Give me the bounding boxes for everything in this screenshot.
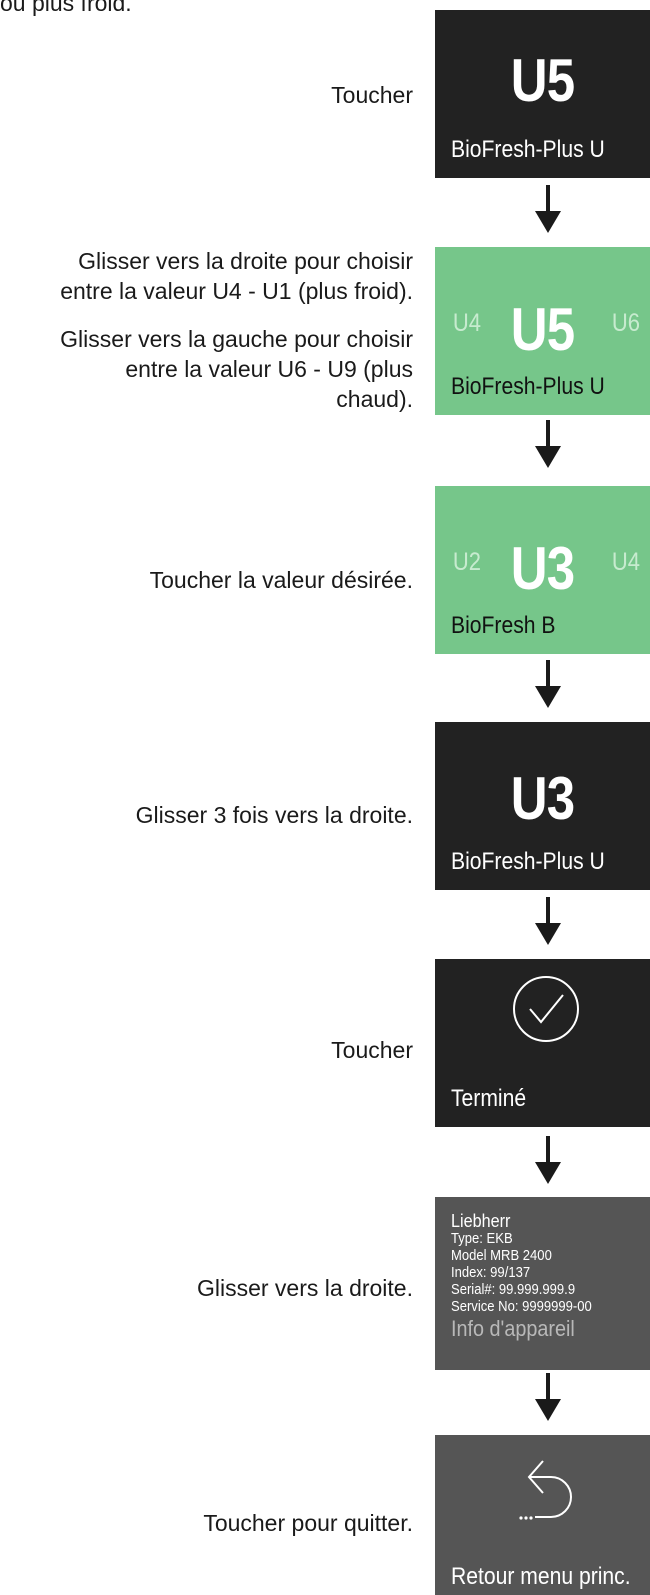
- panel-select-u5[interactable]: U4 U5 U6 BioFresh-Plus U: [435, 247, 650, 415]
- instruction-line: Toucher la valeur désirée.: [149, 567, 413, 593]
- device-info: Liebherr Type: EKB Model MRB 2400 Index:…: [451, 1211, 592, 1342]
- panel-label: Retour menu princ.: [451, 1563, 631, 1590]
- step-4-instruction: Glisser 3 fois vers la droite.: [136, 800, 413, 830]
- down-arrow-icon: [535, 660, 561, 708]
- down-arrow-icon: [535, 185, 561, 233]
- panel-label: BioFresh-Plus U: [451, 373, 605, 400]
- panel-device-info[interactable]: Liebherr Type: EKB Model MRB 2400 Index:…: [435, 1197, 650, 1370]
- panel-u5[interactable]: U5 BioFresh-Plus U: [435, 10, 650, 178]
- panel-label: Info d'appareil: [451, 1316, 575, 1341]
- instruction-line: Glisser vers la gauche pour choisir: [60, 326, 413, 352]
- down-arrow-icon: [535, 420, 561, 468]
- down-arrow-icon: [535, 897, 561, 945]
- step-6-instruction: Glisser vers la droite.: [197, 1273, 413, 1303]
- instruction-line: Glisser vers la droite.: [196, 1275, 413, 1301]
- panel-label: BioFresh B: [451, 612, 556, 639]
- down-arrow-icon: [535, 1136, 561, 1184]
- brand: Liebherr: [451, 1211, 511, 1231]
- panel-u3[interactable]: U3 BioFresh-Plus U: [435, 722, 650, 890]
- instruction-line: Glisser 3 fois vers la droite.: [135, 802, 413, 828]
- option-right[interactable]: U4: [611, 548, 641, 576]
- back-arrow-icon[interactable]: [513, 1455, 583, 1535]
- setting-value[interactable]: U3: [510, 535, 575, 602]
- type-line: Type: EKB: [451, 1231, 513, 1247]
- instruction-spacer: [60, 306, 413, 324]
- instruction-line: entre la valeur U4 - U1 (plus froid).: [60, 278, 413, 304]
- intro-fragment: ou plus froid.: [0, 0, 132, 16]
- panel-label: BioFresh-Plus U: [451, 848, 605, 875]
- index-line: Index: 99/137: [451, 1265, 531, 1281]
- instruction-line: Glisser vers la droite pour choisir: [78, 248, 413, 274]
- step-3-instruction: Toucher la valeur désirée.: [150, 565, 413, 595]
- panel-label: BioFresh-Plus U: [451, 136, 605, 163]
- check-circle-icon[interactable]: [510, 973, 582, 1045]
- panel-back[interactable]: Retour menu princ.: [435, 1435, 650, 1595]
- option-right[interactable]: U6: [611, 309, 641, 337]
- step-1-instruction: Toucher: [331, 80, 413, 110]
- instruction-line: Toucher: [331, 82, 413, 108]
- setting-value: U5: [510, 47, 575, 114]
- setting-value[interactable]: U5: [510, 296, 575, 363]
- serial-line: Serial#: 99.999.999.9: [451, 1282, 576, 1298]
- instruction-line: entre la valeur U6 - U9 (plus: [125, 356, 413, 382]
- instruction-line: Toucher: [331, 1037, 413, 1063]
- step-2-instruction: Glisser vers la droite pour choisir entr…: [60, 246, 413, 414]
- model-line: Model MRB 2400: [451, 1248, 552, 1264]
- down-arrow-icon: [535, 1373, 561, 1421]
- setting-value: U3: [510, 765, 575, 832]
- panel-label: Terminé: [451, 1085, 527, 1112]
- instruction-line: chaud).: [336, 386, 413, 412]
- step-5-instruction: Toucher: [331, 1035, 413, 1065]
- option-left[interactable]: U4: [452, 309, 482, 337]
- option-left[interactable]: U2: [452, 548, 482, 576]
- step-7-instruction: Toucher pour quitter.: [203, 1508, 413, 1538]
- service-line: Service No: 9999999-00: [451, 1299, 592, 1315]
- panel-done[interactable]: Terminé: [435, 959, 650, 1127]
- panel-select-u3[interactable]: U2 U3 U4 BioFresh B: [435, 486, 650, 654]
- instruction-line: Toucher pour quitter.: [203, 1510, 413, 1536]
